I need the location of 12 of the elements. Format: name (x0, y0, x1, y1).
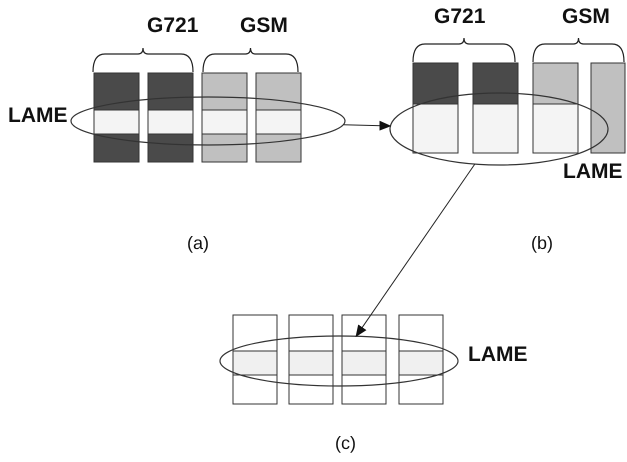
panel-label: (c) (335, 432, 356, 454)
panel-label: (a) (187, 232, 209, 254)
node-label: LAME (563, 160, 622, 184)
group-label: GSM (240, 14, 288, 38)
group-label: G721 (147, 14, 198, 38)
arrow (356, 164, 476, 338)
arrow (342, 120, 392, 131)
node-label: LAME (468, 343, 528, 367)
group-label: GSM (562, 5, 610, 29)
group-label: G721 (434, 5, 486, 29)
node-label: LAME (8, 104, 68, 128)
panel-label: (b) (531, 232, 553, 254)
